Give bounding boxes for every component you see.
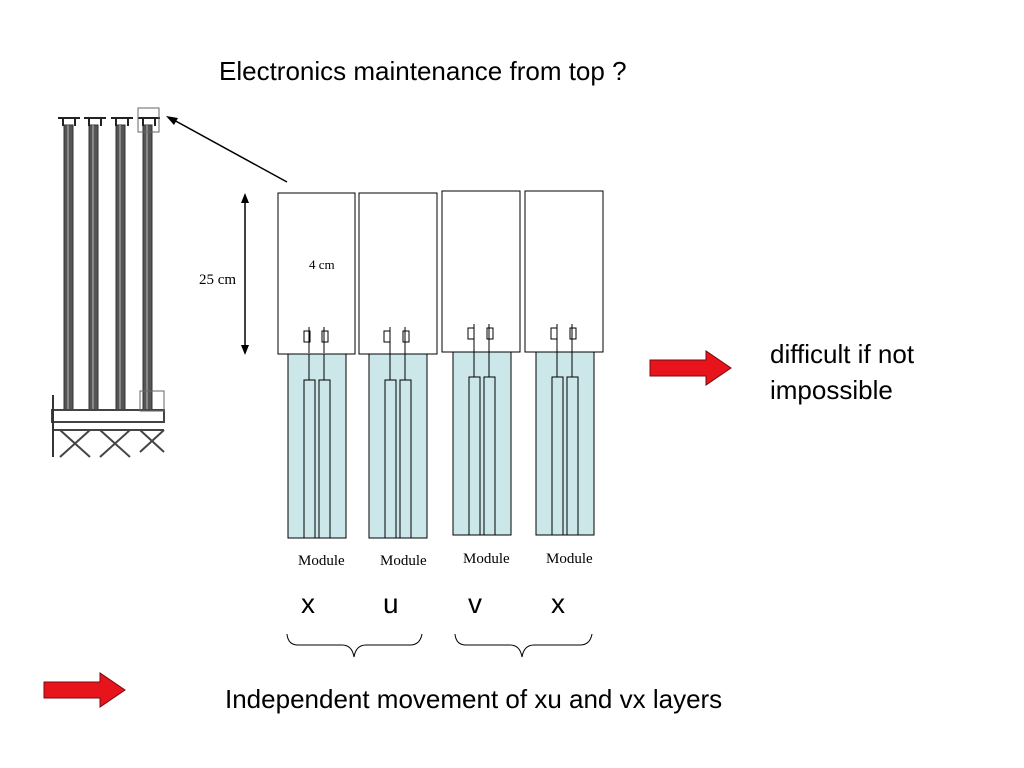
detector-photo bbox=[51, 92, 167, 458]
note-line: impossible bbox=[770, 375, 893, 405]
conclusion-text: Independent movement of xu and vx layers bbox=[225, 684, 723, 714]
note-line: difficult if not bbox=[770, 339, 915, 369]
difficulty-note: difficult if not impossible bbox=[770, 336, 914, 408]
module-x1 bbox=[277, 192, 356, 539]
module-label: Module bbox=[380, 553, 427, 569]
layer-label-x: x bbox=[551, 588, 565, 619]
module-u bbox=[358, 192, 438, 539]
red-arrow-right-icon bbox=[649, 350, 732, 386]
height-dimension-label: 25 cm bbox=[199, 272, 237, 288]
module-x2 bbox=[524, 190, 604, 536]
page-title: Electronics maintenance from top ? bbox=[219, 56, 627, 86]
module-label: Module bbox=[546, 551, 593, 567]
layer-label-u: u bbox=[383, 588, 399, 619]
width-dimension-label: 4 cm bbox=[309, 257, 335, 272]
module-label: Module bbox=[298, 553, 345, 569]
module-label: Module bbox=[463, 551, 510, 567]
layer-label-x: x bbox=[301, 588, 315, 619]
module-v bbox=[441, 190, 521, 536]
pointer-arrow bbox=[166, 116, 288, 183]
brace-xu bbox=[286, 633, 423, 658]
red-arrow-bottom-icon bbox=[43, 672, 126, 708]
height-dimension-arrow bbox=[241, 193, 249, 355]
brace-vx bbox=[454, 633, 593, 658]
layer-label-v: v bbox=[468, 588, 482, 619]
